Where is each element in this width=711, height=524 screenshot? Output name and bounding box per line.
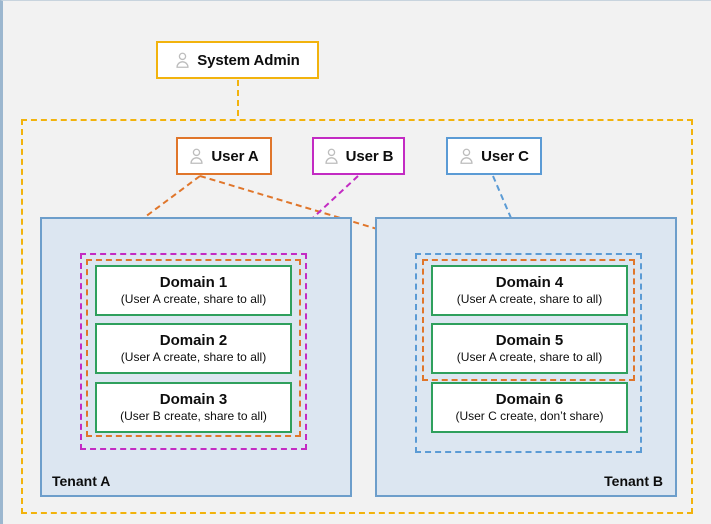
domain-subtitle: (User A create, share to all): [120, 350, 267, 364]
user-icon: [176, 52, 189, 68]
domain-card-6[interactable]: Domain 6 (User C create, don’t share): [431, 382, 628, 433]
user-b-label: User B: [345, 147, 394, 165]
user-c-label: User C: [481, 147, 529, 165]
domain-title: Domain 4: [495, 274, 564, 291]
domain-title: Domain 2: [159, 332, 228, 349]
scope-system-admin: [21, 119, 693, 514]
node-user-b[interactable]: User B: [312, 137, 405, 175]
domain-card-2[interactable]: Domain 2 (User A create, share to all): [95, 323, 292, 374]
user-a-label: User A: [211, 147, 259, 165]
domain-subtitle: (User A create, share to all): [120, 292, 267, 306]
domain-card-5[interactable]: Domain 5 (User A create, share to all): [431, 323, 628, 374]
domain-card-3[interactable]: Domain 3 (User B create, share to all): [95, 382, 292, 433]
scope-userc-tenant-b: [415, 253, 642, 453]
user-icon: [460, 148, 473, 164]
domain-card-1[interactable]: Domain 1 (User A create, share to all): [95, 265, 292, 316]
user-icon: [325, 148, 338, 164]
scope-usera-tenant-b: [422, 259, 635, 381]
domain-subtitle: (User A create, share to all): [456, 350, 603, 364]
domain-card-4[interactable]: Domain 4 (User A create, share to all): [431, 265, 628, 316]
node-system-admin[interactable]: System Admin: [156, 41, 319, 79]
tenant-b-label: Tenant B: [604, 473, 663, 489]
node-user-c[interactable]: User C: [446, 137, 542, 175]
domain-subtitle: (User C create, don’t share): [455, 409, 604, 423]
domain-title: Domain 1: [159, 274, 228, 291]
domain-subtitle: (User B create, share to all): [120, 409, 267, 423]
tenant-a-label: Tenant A: [52, 473, 111, 489]
domain-title: Domain 5: [495, 332, 564, 349]
domain-title: Domain 3: [159, 391, 228, 408]
domain-title: Domain 6: [495, 391, 564, 408]
user-icon: [190, 148, 203, 164]
system-admin-label: System Admin: [197, 51, 300, 69]
node-user-a[interactable]: User A: [176, 137, 272, 175]
domain-subtitle: (User A create, share to all): [456, 292, 603, 306]
